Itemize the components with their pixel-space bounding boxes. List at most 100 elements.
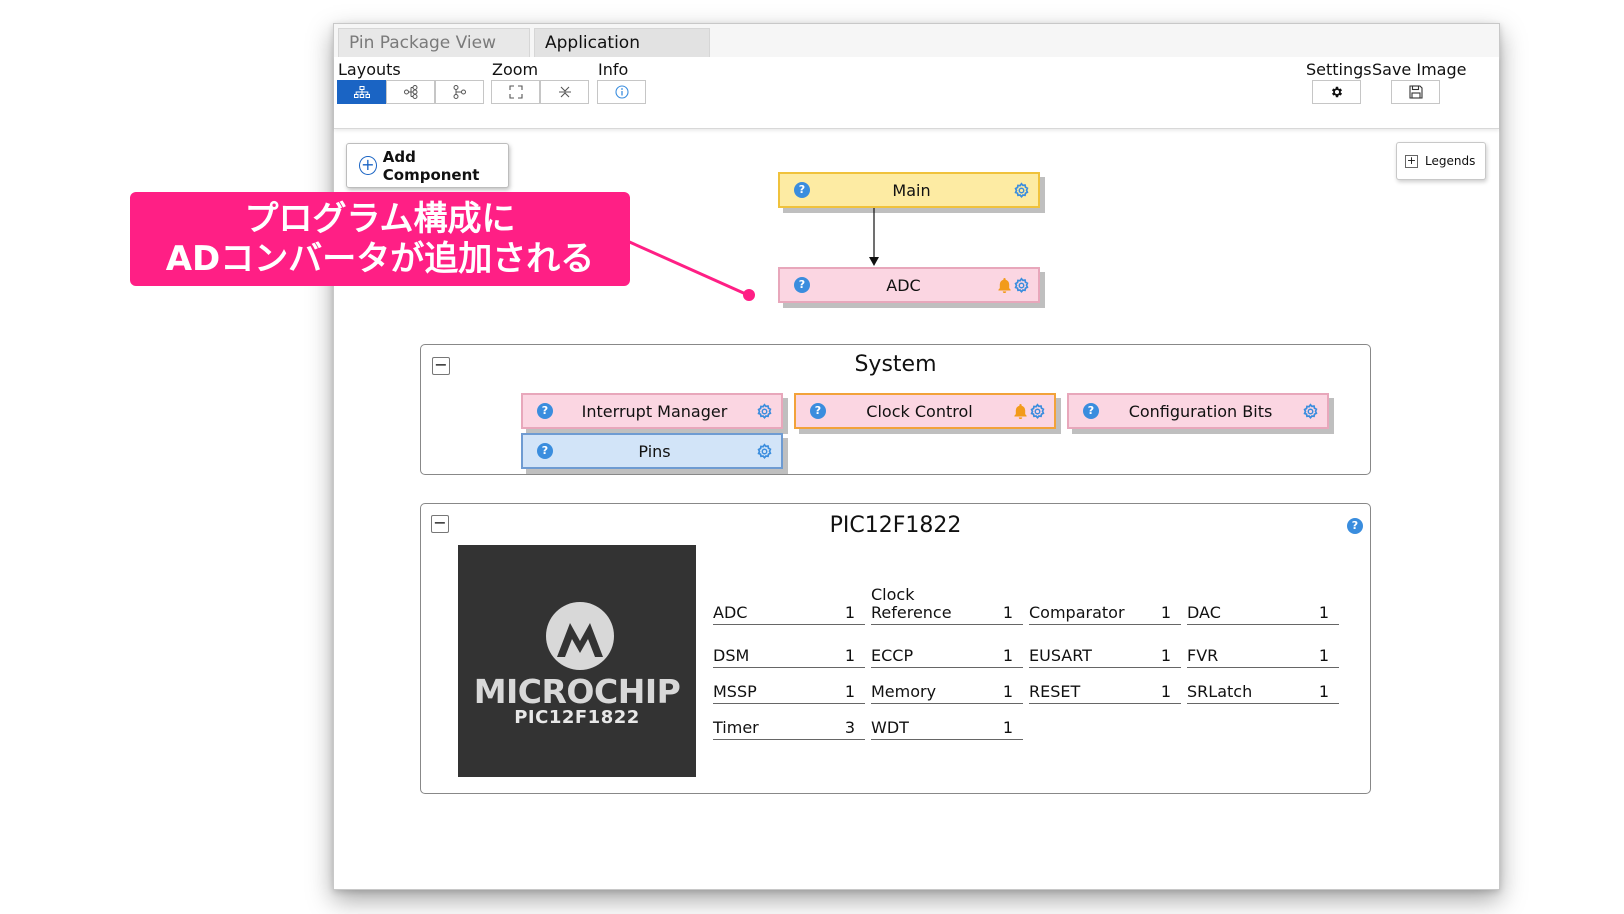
node-pins-label: Pins — [638, 441, 671, 461]
layout-hierarchical-button[interactable] — [337, 80, 386, 104]
add-component-button[interactable]: + Add Component — [346, 143, 509, 188]
peripheral-comparator[interactable]: Comparator 1 — [1029, 588, 1181, 625]
peripheral-dsm[interactable]: DSM 1 — [713, 639, 865, 668]
node-main-label: Main — [892, 180, 931, 200]
peripheral-name: MSSP — [713, 682, 757, 701]
peripheral-eusart[interactable]: EUSART 1 — [1029, 639, 1181, 668]
peripheral-count: 3 — [844, 718, 855, 737]
gear-icon[interactable] — [1013, 276, 1030, 294]
peripheral-count: 1 — [1002, 646, 1013, 665]
tab-pin-package-view[interactable]: Pin Package View — [338, 28, 530, 57]
info-label: Info — [598, 60, 629, 79]
node-configuration-bits[interactable]: ? Configuration Bits — [1067, 393, 1329, 429]
help-icon[interactable]: ? — [1083, 403, 1099, 419]
peripheral-count: 1 — [1002, 718, 1013, 737]
zoom-fit-button[interactable] — [491, 80, 540, 104]
peripheral-count: 1 — [1160, 682, 1171, 701]
help-icon[interactable]: ? — [1347, 518, 1363, 534]
help-icon[interactable]: ? — [794, 277, 810, 293]
node-clock-control[interactable]: ? Clock Control — [794, 393, 1056, 429]
zoom-button-group — [491, 80, 589, 104]
tree-vertical-icon — [453, 85, 466, 99]
device-title: PIC12F1822 — [829, 513, 962, 538]
gear-icon — [1331, 86, 1342, 98]
node-pins[interactable]: ? Pins — [521, 433, 783, 469]
peripheral-name: Clock Reference — [871, 585, 952, 622]
node-interrupt-manager[interactable]: ? Interrupt Manager — [521, 393, 783, 429]
tab-bar: Pin Package View Application Builder — [334, 24, 1499, 82]
peripheral-name: Comparator — [1029, 603, 1125, 622]
peripheral-reset[interactable]: RESET 1 — [1029, 675, 1181, 704]
peripheral-wdt[interactable]: WDT 1 — [871, 711, 1023, 740]
save-image-button[interactable] — [1391, 80, 1440, 104]
peripheral-count: 1 — [1160, 603, 1171, 622]
layouts-button-group — [337, 80, 484, 104]
peripheral-count: 1 — [1318, 646, 1329, 665]
system-group: − System ? Interrupt Manager ? Clock Con… — [420, 344, 1371, 475]
node-adc[interactable]: ? ADC — [778, 267, 1040, 303]
settings-button-group — [1312, 80, 1361, 104]
help-icon[interactable]: ? — [794, 182, 810, 198]
plus-circle-icon: + — [359, 156, 377, 175]
peripheral-name: ECCP — [871, 646, 914, 665]
settings-label: Settings — [1306, 60, 1372, 79]
gear-icon[interactable] — [756, 442, 773, 460]
peripheral-count: 1 — [844, 646, 855, 665]
info-button[interactable] — [597, 80, 646, 104]
device-group: − PIC12F1822 ? MICROCHIP PIC12F1822 ADC … — [420, 503, 1371, 794]
help-icon[interactable]: ? — [537, 443, 553, 459]
layout-vertical-button[interactable] — [435, 80, 484, 104]
expand-square-icon: + — [1405, 153, 1418, 168]
peripheral-name: ADC — [713, 603, 748, 622]
callout-annotation: プログラム構成に ADコンバータが追加される — [130, 192, 630, 286]
peripheral-eccp[interactable]: ECCP 1 — [871, 639, 1023, 668]
collapse-device-button[interactable]: − — [431, 515, 449, 533]
layout-horizontal-button[interactable] — [386, 80, 435, 104]
gear-icon[interactable] — [1029, 402, 1046, 420]
save-image-label: Save Image — [1372, 60, 1467, 79]
collapse-icon — [558, 86, 571, 98]
hierarchy-icon — [353, 86, 370, 98]
help-icon[interactable]: ? — [810, 403, 826, 419]
peripheral-adc[interactable]: ADC 1 — [713, 588, 865, 625]
peripheral-name: WDT — [871, 718, 909, 737]
peripheral-fvr[interactable]: FVR 1 — [1187, 639, 1339, 668]
node-main[interactable]: ? Main — [778, 172, 1040, 208]
gear-icon[interactable] — [1013, 181, 1030, 199]
peripheral-count: 1 — [1160, 646, 1171, 665]
app-window: Pin Package View Application Builder Lay… — [333, 23, 1500, 890]
node-configuration-bits-label: Configuration Bits — [1128, 401, 1273, 421]
info-button-group — [597, 80, 646, 104]
chip-name: PIC12F1822 — [514, 707, 640, 728]
expand-icon — [508, 85, 523, 99]
gear-icon[interactable] — [1302, 402, 1319, 420]
help-icon[interactable]: ? — [537, 403, 553, 419]
connector-arrow — [869, 208, 879, 266]
bell-icon[interactable] — [997, 277, 1012, 294]
callout-line-1: プログラム構成に — [244, 199, 516, 239]
zoom-collapse-button[interactable] — [540, 80, 589, 104]
peripheral-srlatch[interactable]: SRLatch 1 — [1187, 675, 1339, 704]
bell-icon[interactable] — [1013, 403, 1028, 420]
callout-line-2: ADコンバータが追加される — [165, 239, 595, 279]
settings-button[interactable] — [1312, 80, 1361, 104]
peripheral-mssp[interactable]: MSSP 1 — [713, 675, 865, 704]
toolbar: Layouts Zoom — [334, 57, 1499, 129]
peripheral-dac[interactable]: DAC 1 — [1187, 588, 1339, 625]
peripheral-memory[interactable]: Memory 1 — [871, 675, 1023, 704]
peripheral-name: Memory — [871, 682, 937, 701]
peripheral-clock-reference[interactable]: Clock Reference 1 — [871, 585, 1023, 625]
floppy-disk-icon — [1408, 85, 1423, 99]
chip-brand: MICROCHIP — [473, 672, 681, 711]
peripheral-timer[interactable]: Timer 3 — [713, 711, 865, 740]
legends-label: Legends — [1425, 154, 1476, 168]
peripheral-name: DSM — [713, 646, 750, 665]
legends-button[interactable]: + Legends — [1396, 142, 1486, 180]
collapse-system-button[interactable]: − — [432, 357, 450, 375]
system-title: System — [854, 352, 937, 377]
layouts-label: Layouts — [338, 60, 401, 79]
gear-icon[interactable] — [756, 402, 773, 420]
peripheral-count: 1 — [1002, 603, 1013, 622]
